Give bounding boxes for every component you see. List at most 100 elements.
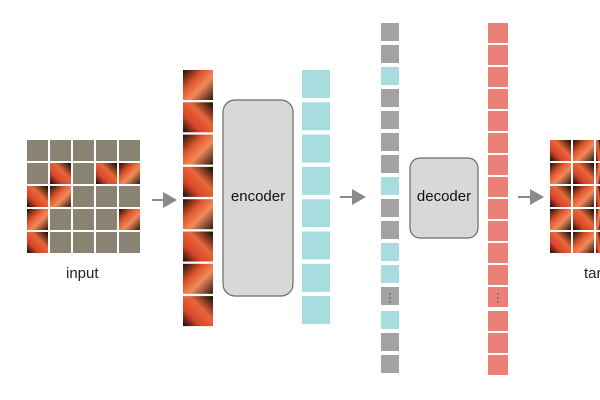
target-image-patch [573, 163, 594, 184]
masked-image-patch [96, 232, 117, 253]
target-image-patch [550, 186, 571, 207]
target-image-patch [550, 209, 571, 230]
visible-token [381, 177, 399, 195]
mask-token [381, 355, 399, 373]
encoded-tokens-column [302, 70, 330, 325]
encoded-token [302, 70, 330, 98]
token-sequence-with-mask-tokens: ⋮ [381, 23, 399, 373]
target-image [550, 140, 600, 253]
visible-patches-column [183, 70, 213, 327]
mask-token [381, 155, 399, 173]
masked-image-patch [27, 163, 48, 184]
masked-image-patch [50, 209, 71, 230]
visible-image-patch [50, 163, 71, 184]
target-label: target [584, 265, 600, 282]
visible-image-patch [96, 163, 117, 184]
encoded-token [302, 134, 330, 163]
visible-token [381, 243, 399, 261]
visible-patch-token [183, 166, 213, 197]
target-image-patch [573, 140, 594, 161]
decoder-box [409, 157, 479, 239]
input-masked-image [27, 140, 140, 253]
encoded-token [302, 263, 330, 292]
masked-image-patch [50, 232, 71, 253]
mask-token [381, 23, 399, 41]
target-image-patch [573, 232, 594, 253]
mask-token [381, 199, 399, 217]
visible-image-patch [119, 209, 140, 230]
masked-image-patch [27, 140, 48, 161]
mask-token [381, 221, 399, 239]
decoded-token [488, 155, 508, 175]
visible-patch-token [183, 231, 213, 262]
masked-image-patch [73, 232, 94, 253]
target-image-patch [550, 163, 571, 184]
decoded-token [488, 111, 508, 131]
decoded-token [488, 23, 508, 43]
visible-patch-token [183, 134, 213, 165]
encoder-label: encoder [230, 188, 286, 205]
masked-image-patch [96, 209, 117, 230]
mask-token [381, 89, 399, 107]
target-image-patch [596, 163, 600, 184]
target-image-patch [573, 209, 594, 230]
mask-token [381, 287, 399, 305]
masked-image-patch [119, 140, 140, 161]
masked-image-patch [50, 140, 71, 161]
decoded-token [488, 89, 508, 109]
decoded-token [488, 355, 508, 375]
visible-image-patch [27, 232, 48, 253]
decoded-token [488, 333, 508, 353]
target-image-patch [596, 140, 600, 161]
visible-image-patch [27, 209, 48, 230]
visible-token [381, 67, 399, 85]
visible-token [381, 311, 399, 329]
masked-image-patch [73, 163, 94, 184]
encoded-token [302, 296, 330, 325]
decoder-label: decoder [416, 188, 472, 205]
visible-patch-token [183, 263, 213, 294]
encoded-token [302, 166, 330, 195]
sequence-ellipsis: ⋮ [384, 291, 397, 306]
mask-token [381, 111, 399, 129]
masked-image-patch [119, 186, 140, 207]
encoded-token [302, 231, 330, 260]
decoded-token [488, 199, 508, 219]
target-image-patch [573, 186, 594, 207]
encoded-token [302, 102, 330, 131]
decoded-token [488, 177, 508, 197]
visible-image-patch [27, 186, 48, 207]
masked-image-patch [73, 140, 94, 161]
decoded-token [488, 45, 508, 65]
visible-patch-token [183, 102, 213, 133]
visible-token [381, 265, 399, 283]
target-image-patch [596, 209, 600, 230]
masked-image-patch [73, 209, 94, 230]
decoded-token [488, 221, 508, 241]
target-image-patch [550, 232, 571, 253]
decoded-token [488, 311, 508, 331]
masked-image-patch [73, 186, 94, 207]
masked-image-patch [96, 186, 117, 207]
visible-patch-token [183, 296, 213, 327]
visible-patch-token [183, 199, 213, 230]
visible-image-patch [119, 163, 140, 184]
decoded-token [488, 67, 508, 87]
target-image-patch [596, 232, 600, 253]
visible-patch-token [183, 70, 213, 100]
input-label: input [66, 265, 99, 282]
mask-token [381, 133, 399, 151]
target-image-patch [550, 140, 571, 161]
decoded-tokens-column: ⋮ [488, 23, 508, 375]
target-image-patch [596, 186, 600, 207]
mask-token [381, 45, 399, 63]
decoded-ellipsis: ⋮ [492, 291, 505, 306]
decoded-token [488, 243, 508, 263]
decoded-token [488, 265, 508, 285]
mask-token [381, 333, 399, 351]
decoded-token [488, 287, 508, 307]
masked-image-patch [96, 140, 117, 161]
visible-image-patch [50, 186, 71, 207]
masked-image-patch [119, 232, 140, 253]
